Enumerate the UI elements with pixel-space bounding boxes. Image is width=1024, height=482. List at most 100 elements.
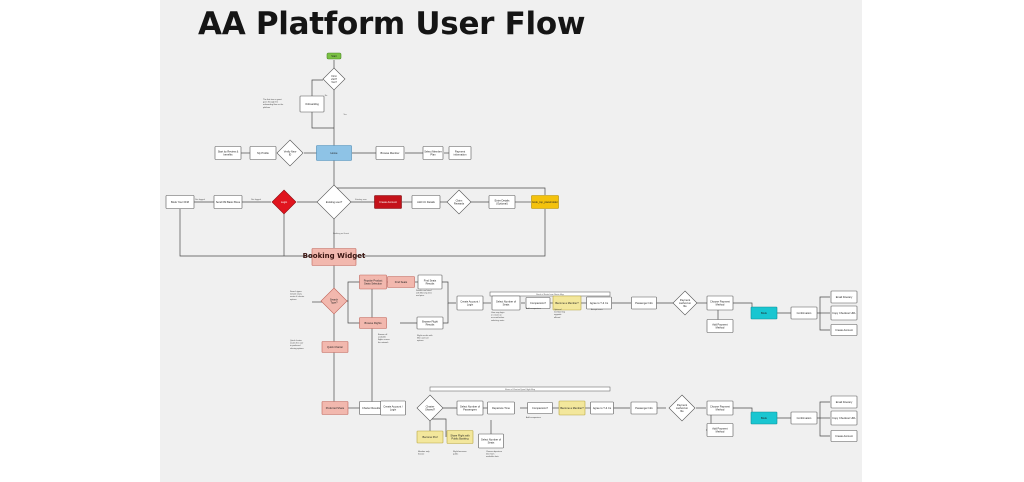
onboarding-node-label: Onboarding [305,102,319,106]
payment-method-top-decision [672,290,698,316]
add-cc-node [411,195,441,209]
my-profile-node [249,146,277,160]
flow-connector [816,296,830,314]
add-payment-top-node [706,319,734,333]
flow-connector [816,401,830,419]
preferred-share-node-label: Preferred Share [326,406,345,410]
create-account-top-node [830,324,858,336]
create-account-bottom-node-label: Create Account [835,434,853,438]
browse-flights-node-label: Browse Flights [364,321,382,325]
copy-url-bottom-node [830,410,858,426]
page-title: AA Platform User Flow [198,6,586,42]
create-login-bottom-node [380,400,406,416]
create-account-node [374,195,402,209]
book-bottom-node-label: Book [761,416,768,420]
send-fm-basic-node [213,195,243,209]
enter-address-node-label: Enter Details(Optional) [495,198,511,205]
browse-member-node-label: Browse Member [381,151,400,155]
browse-flights-node [359,317,387,329]
booking-widget-node [311,248,357,266]
create-login-bottom-node-label: Create Account /Login [383,404,402,411]
edge-label: Booking as Guest [333,232,349,235]
copy-url-bottom-node-label: Copy Checkout URL [832,416,856,420]
preferred-share-node [321,401,349,415]
flow-connector [311,79,323,96]
flow-connector [430,418,447,437]
top-flow-frame [489,291,611,297]
email-itinerary-top-node [830,290,858,304]
companions-top-node-label: Companions? [530,301,547,305]
choose-payment-bottom-node [706,400,734,416]
start-by-review-node [214,146,242,160]
flow-connector [311,112,334,129]
share-flight-node [446,430,474,444]
create-login-top-node-label: Create Account /Login [460,299,479,306]
companions-note-bottom: Add companions [526,416,541,419]
copy-url-top-node-label: Copy Checkout URL [832,311,856,315]
home-node-label: Home [331,151,338,155]
enter-address-node [488,195,516,209]
bottom-flow-frame [429,386,611,392]
become-pref-node [416,430,444,444]
find-seats-results-node [417,274,443,290]
become-pref-node-label: Become Pref [423,435,438,439]
login-decision [271,189,297,215]
companions-note-top: Add companions [526,307,541,310]
agree-tc-top-node-label: Agree to T & Cs [590,301,609,305]
popular-product-node [359,274,387,290]
existing-user-decision [316,184,352,220]
start-node [326,52,342,60]
start-by-review-node-label: Start by Review &benefits [218,149,239,156]
flow-connector [334,187,546,195]
edge-label: Not logged [195,198,205,201]
home-node [316,145,352,161]
flow-connector [819,418,830,437]
become-member-top-node-label: Become a Member? [555,301,579,305]
passenger-info-top-node [631,296,657,310]
book-ffm-node-label: Book Your FFM [171,200,189,204]
top-flow-frame-label: Stack of Seats from Route Map [536,293,565,296]
agree-tc-bottom-node [590,401,614,415]
select-passengers-node [456,400,484,416]
edge-label: Yes [343,114,346,116]
browse-flight-results-node [416,316,444,330]
book-top-node [750,306,778,320]
companions-bottom-node-label: Companions? [532,406,549,410]
flow-connector [819,313,830,331]
book-ffm-node [165,195,195,209]
passenger-info-top-node-label: Passenger Info [635,301,653,305]
passenger-info-bottom-node [630,401,658,415]
flow-connector [733,302,753,313]
choose-payment-top-node [706,295,734,311]
edge-label: Not logged [251,198,261,201]
book-top-node-label: Book [761,311,768,315]
copy-url-top-node [830,305,858,321]
departure-time-node [487,401,515,415]
find-seats-node [387,276,415,288]
browse-member-node [375,146,405,160]
select-seats-bottom-node [478,433,504,449]
find-seats-node-label: Find Seats [395,280,408,284]
